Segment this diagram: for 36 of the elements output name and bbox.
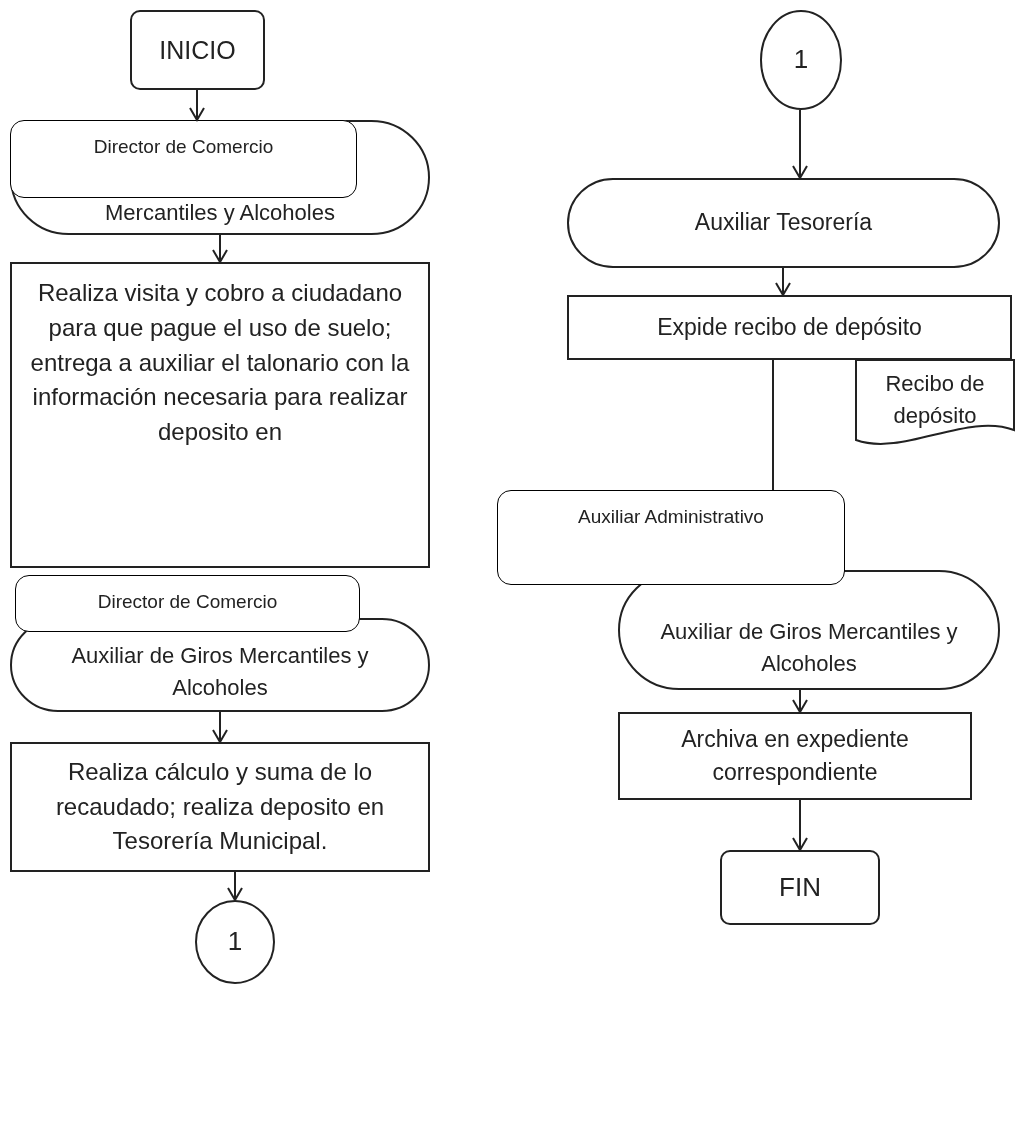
- step-text: Realiza cálculo y suma de lo recaudado; realiza deposito en Tesorería Municipal.: [54, 756, 386, 857]
- step-text: Archiva en expediente correspondiente: [680, 724, 910, 787]
- role-name: Director de Comercio: [93, 135, 274, 159]
- step-text: 1: [793, 43, 809, 77]
- flow-arrow: [212, 234, 228, 263]
- step-text: Mercantiles y Alcoholes: [105, 199, 335, 228]
- flow-arrow: [792, 109, 808, 179]
- step-text: Expide recibo de depósito: [657, 312, 922, 342]
- connector-circle: [760, 10, 842, 110]
- step-text: Auxiliar de Giros Mercantiles y Alcoholes: [659, 618, 959, 679]
- step-text: Auxiliar de Giros Mercantiles y Alcoholes: [70, 642, 370, 703]
- role-label-box: [497, 490, 845, 585]
- process-box: [10, 742, 430, 872]
- flow-arrow: [227, 871, 243, 901]
- step-text: INICIO: [159, 34, 236, 66]
- connector-line: [772, 359, 774, 491]
- end-terminator: [720, 850, 880, 925]
- process-box: [10, 262, 430, 568]
- role-stadium: [10, 120, 430, 235]
- step-text: Recibo de depósito: [884, 370, 986, 430]
- flow-arrow: [792, 689, 808, 713]
- process-box: [618, 712, 972, 800]
- step-text: FIN: [779, 870, 821, 904]
- flow-arrow: [792, 799, 808, 851]
- flow-arrow: [212, 711, 228, 743]
- connector-circle: [195, 900, 275, 984]
- role-name: Director de Comercio: [97, 590, 278, 614]
- role-label-box: [15, 575, 360, 632]
- step-text: Realiza visita y cobro a ciudadano para que pague el uso de suelo; entrega a auxiliar el talonario con la información necesaria para realizar deposito en: [29, 278, 411, 448]
- step-text: Auxiliar Tesorería: [694, 208, 873, 238]
- start-terminator: [130, 10, 265, 90]
- role-name: Auxiliar Administrativo: [578, 505, 764, 529]
- step-text: 1: [227, 925, 243, 959]
- role-label-box: [10, 120, 357, 198]
- flow-arrow: [189, 89, 205, 121]
- flow-arrow: [775, 267, 791, 296]
